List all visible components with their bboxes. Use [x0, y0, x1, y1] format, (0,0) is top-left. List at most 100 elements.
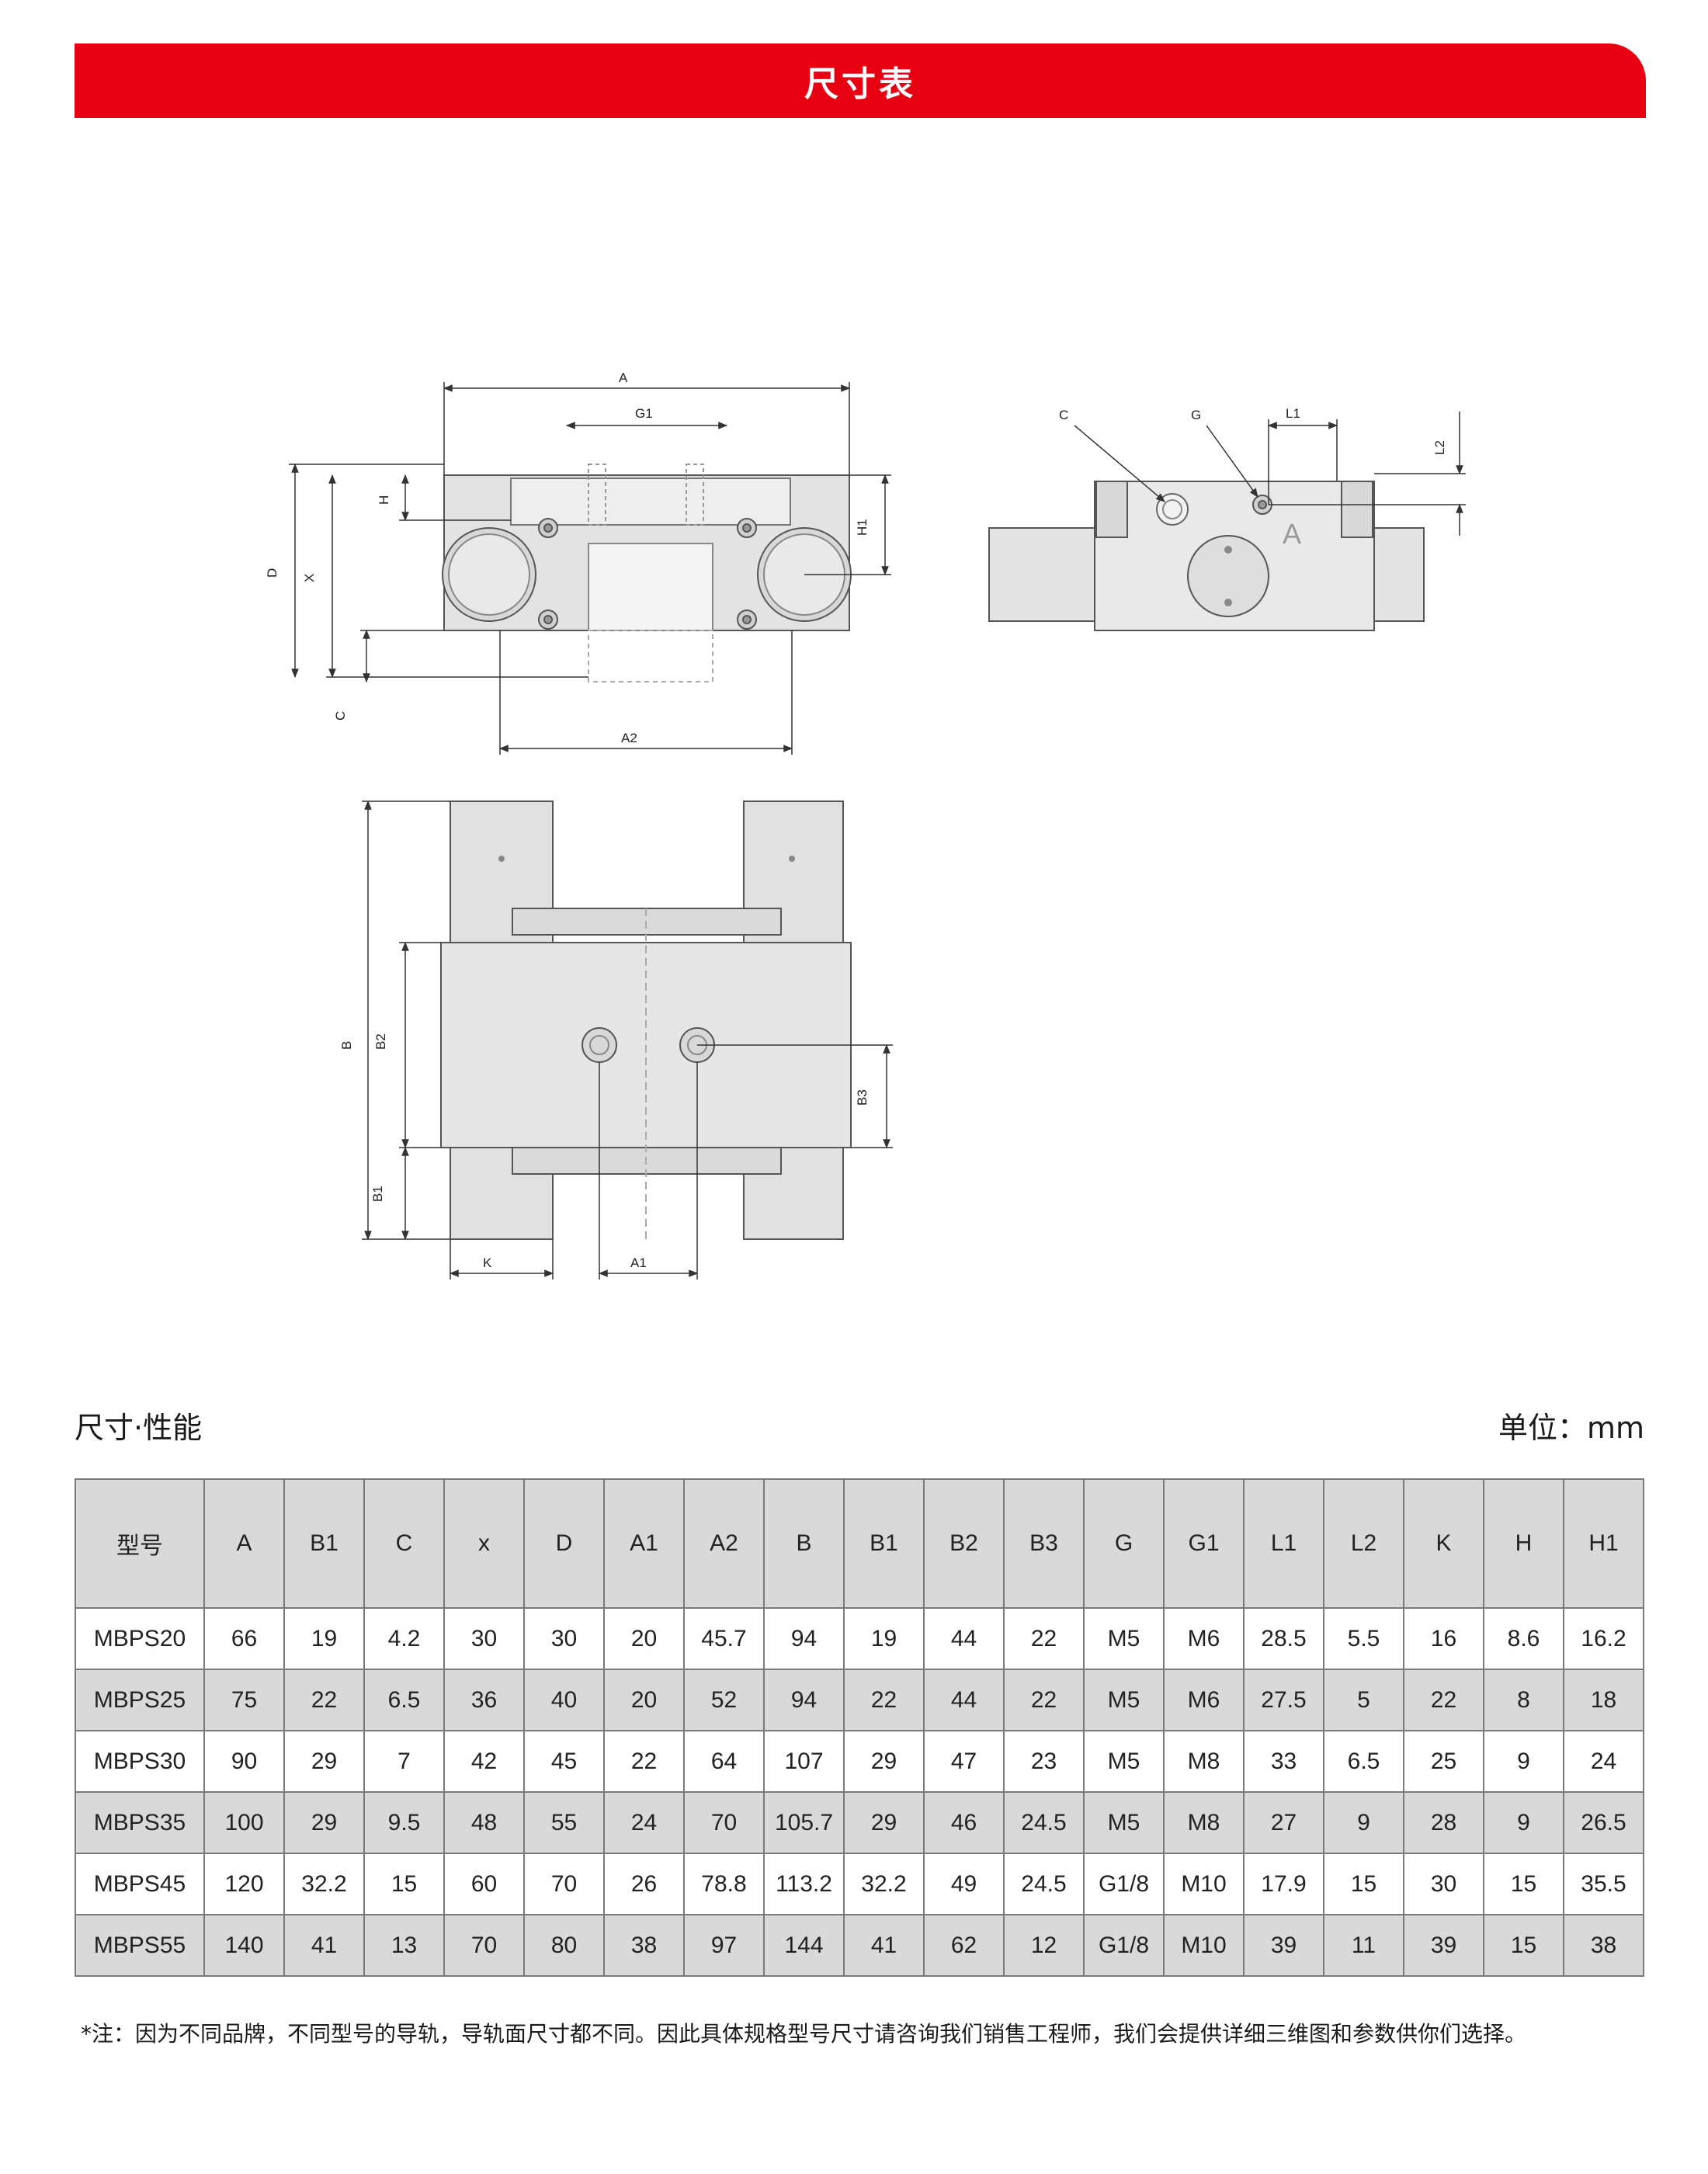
value-cell: G1/8	[1083, 1914, 1165, 1977]
value-cell: 38	[1563, 1914, 1644, 1977]
value-cell: 36	[443, 1669, 525, 1731]
value-cell: 6.5	[363, 1669, 445, 1731]
value-cell: 38	[603, 1914, 685, 1977]
header-cell: C	[363, 1478, 445, 1609]
value-cell: 44	[923, 1669, 1005, 1731]
value-cell: 20	[603, 1607, 685, 1670]
value-cell: M5	[1083, 1730, 1165, 1793]
model-cell: MBPS35	[75, 1791, 205, 1854]
value-cell: 27.5	[1243, 1669, 1324, 1731]
value-cell: 70	[523, 1853, 605, 1915]
value-cell: 41	[283, 1914, 365, 1977]
value-cell: 66	[203, 1607, 285, 1670]
value-cell: 29	[283, 1730, 365, 1793]
value-cell: 144	[763, 1914, 845, 1977]
value-cell: 7	[363, 1730, 445, 1793]
model-cell: MBPS30	[75, 1730, 205, 1793]
value-cell: M5	[1083, 1607, 1165, 1670]
front-view-labels: A G1 D X H C H1 A2	[265, 370, 870, 745]
plan-view-dimensions	[362, 800, 893, 1280]
dim-label-a2: A2	[621, 731, 637, 745]
value-cell: 25	[1403, 1730, 1484, 1793]
header-cell: B	[763, 1478, 845, 1609]
value-cell: 105.7	[763, 1791, 845, 1854]
value-cell: 64	[683, 1730, 765, 1793]
technical-drawings: A G1 D X H C H1 A2 A C G L1 L2	[265, 370, 1466, 1280]
value-cell: 8	[1483, 1669, 1564, 1731]
value-cell: 16.2	[1563, 1607, 1644, 1670]
value-cell: M10	[1163, 1914, 1245, 1977]
value-cell: 52	[683, 1669, 765, 1731]
value-cell: M6	[1163, 1669, 1245, 1731]
header-cell: B3	[1003, 1478, 1085, 1609]
value-cell: 9	[1483, 1791, 1564, 1854]
value-cell: 39	[1403, 1914, 1484, 1977]
value-cell: 55	[523, 1791, 605, 1854]
value-cell: 78.8	[683, 1853, 765, 1915]
dim-label-side-g: G	[1191, 408, 1201, 422]
header-cell: D	[523, 1478, 605, 1609]
value-cell: 97	[683, 1914, 765, 1977]
dim-label-a: A	[619, 370, 628, 385]
value-cell: 22	[1003, 1607, 1085, 1670]
value-cell: 94	[763, 1669, 845, 1731]
header-cell: L2	[1323, 1478, 1404, 1609]
unit-label: 单位：mm	[1498, 1411, 1644, 1445]
value-cell: 8.6	[1483, 1607, 1564, 1670]
value-cell: 28.5	[1243, 1607, 1324, 1670]
model-cell: MBPS20	[75, 1607, 205, 1670]
header-bar: 尺寸表	[75, 43, 1646, 118]
dim-label-c: C	[333, 711, 348, 721]
value-cell: 113.2	[763, 1853, 845, 1915]
value-cell: M8	[1163, 1791, 1245, 1854]
value-cell: 70	[443, 1914, 525, 1977]
value-cell: 28	[1403, 1791, 1484, 1854]
value-cell: 26	[603, 1853, 685, 1915]
model-cell: MBPS25	[75, 1669, 205, 1731]
value-cell: 26.5	[1563, 1791, 1644, 1854]
header-cell: A2	[683, 1478, 765, 1609]
value-cell: 48	[443, 1791, 525, 1854]
header-cell: L1	[1243, 1478, 1324, 1609]
spec-table: 型号 A B1 C x D A1 A2 B B1 B2 B3 G G1 L1 L…	[75, 1478, 1644, 1977]
value-cell: M5	[1083, 1791, 1165, 1854]
value-cell: 5	[1323, 1669, 1404, 1731]
value-cell: 24	[603, 1791, 685, 1854]
page-title: 尺寸表	[804, 64, 916, 104]
value-cell: 35.5	[1563, 1853, 1644, 1915]
front-view-dimensions	[289, 382, 891, 755]
value-cell: 22	[1403, 1669, 1484, 1731]
header-cell: K	[1403, 1478, 1484, 1609]
value-cell: 47	[923, 1730, 1005, 1793]
value-cell: 19	[283, 1607, 365, 1670]
value-cell: 40	[523, 1669, 605, 1731]
value-cell: 23	[1003, 1730, 1085, 1793]
value-cell: 15	[1483, 1853, 1564, 1915]
value-cell: 4.2	[363, 1607, 445, 1670]
value-cell: 15	[363, 1853, 445, 1915]
header-cell: A1	[603, 1478, 685, 1609]
value-cell: 32.2	[283, 1853, 365, 1915]
value-cell: 75	[203, 1669, 285, 1731]
dim-label-a1: A1	[630, 1255, 647, 1270]
value-cell: 16	[1403, 1607, 1484, 1670]
dim-label-side-l1: L1	[1286, 406, 1300, 421]
value-cell: 22	[283, 1669, 365, 1731]
dim-label-b3: B3	[855, 1089, 870, 1106]
header-cell: G	[1083, 1478, 1165, 1609]
value-cell: 9.5	[363, 1791, 445, 1854]
value-cell: 27	[1243, 1791, 1324, 1854]
value-cell: 18	[1563, 1669, 1644, 1731]
side-face-letter: A	[1283, 518, 1301, 550]
value-cell: 94	[763, 1607, 845, 1670]
value-cell: 120	[203, 1853, 285, 1915]
value-cell: 30	[1403, 1853, 1484, 1915]
value-cell: 46	[923, 1791, 1005, 1854]
value-cell: 13	[363, 1914, 445, 1977]
value-cell: 22	[603, 1730, 685, 1793]
value-cell: 17.9	[1243, 1853, 1324, 1915]
